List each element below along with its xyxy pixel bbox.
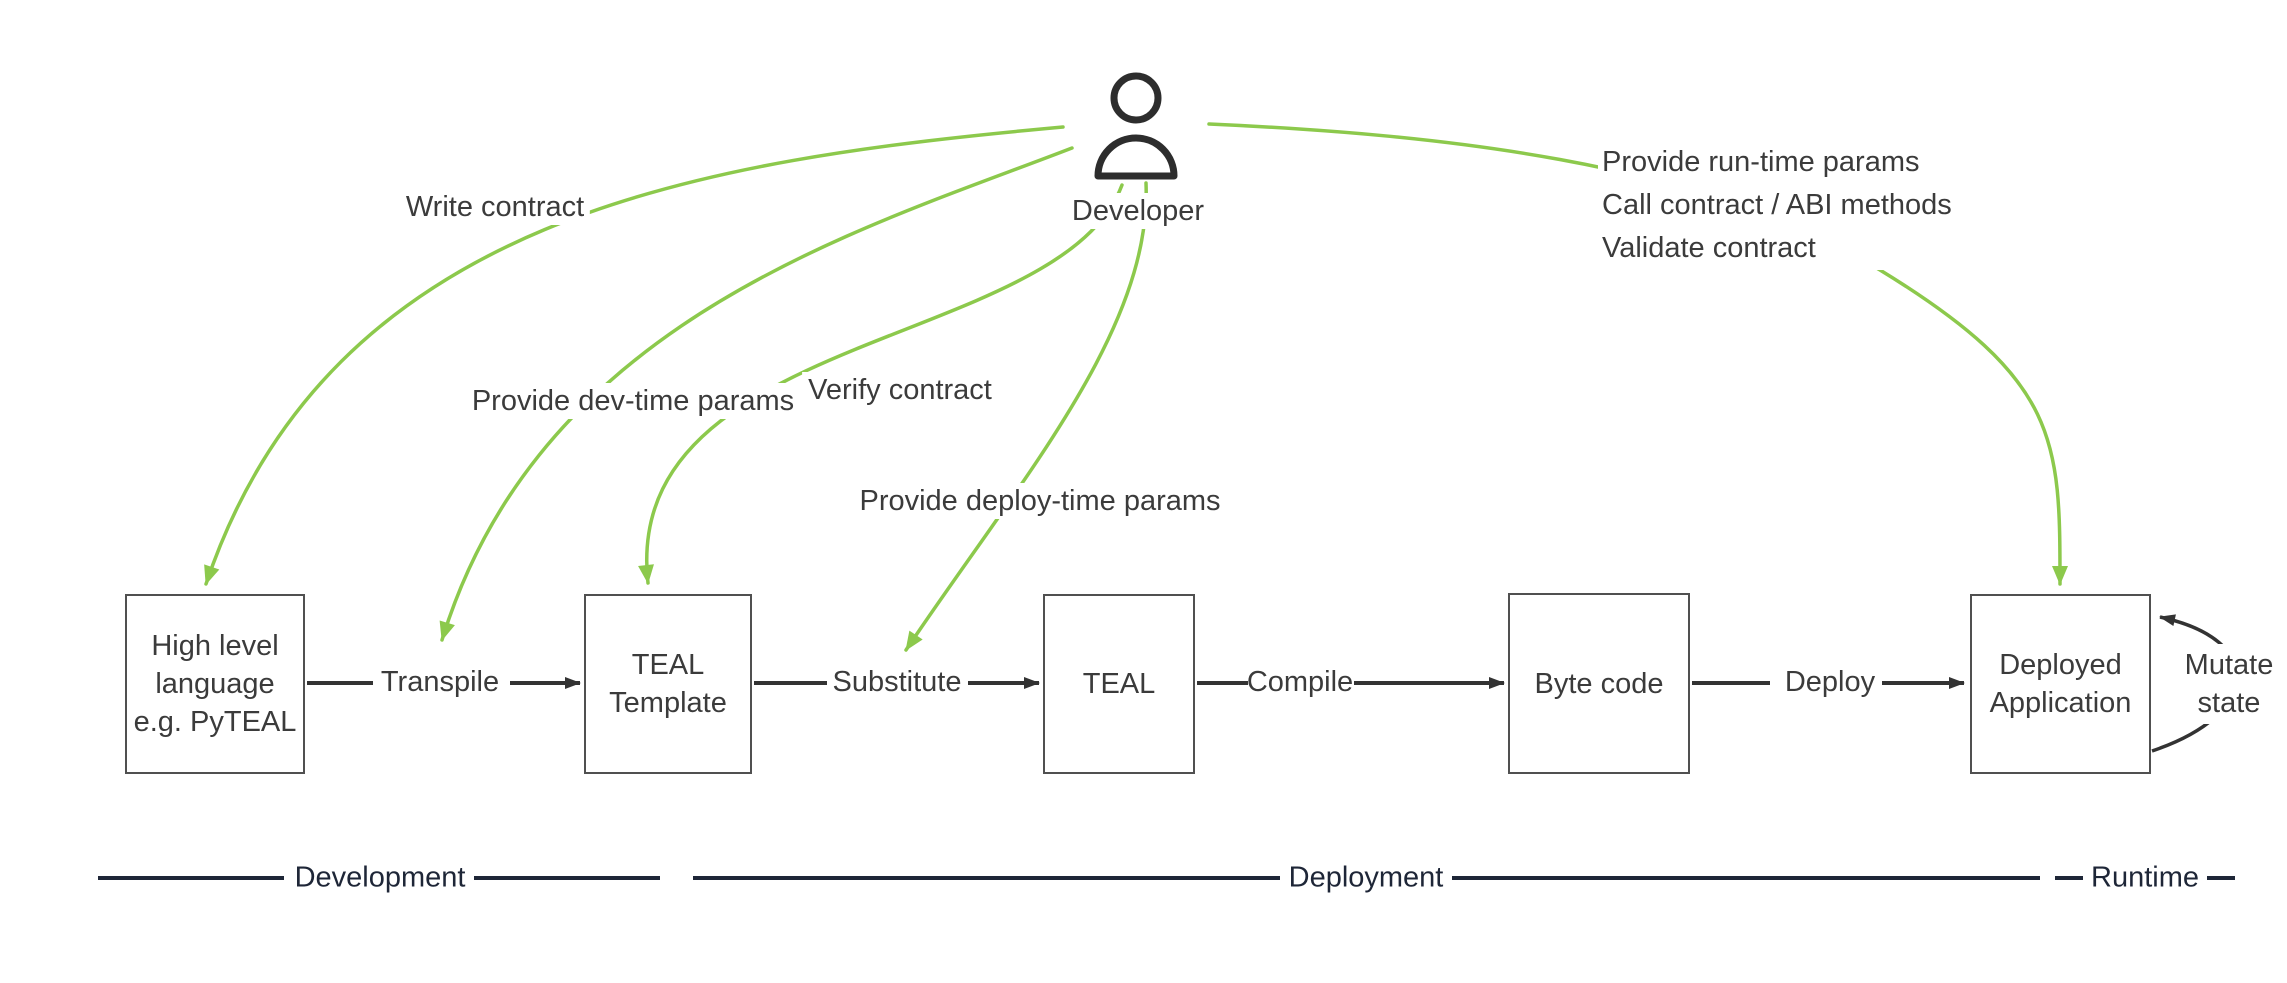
annotation-provide-deploy-time-params: Provide deploy-time params — [853, 483, 1227, 519]
annotation-provide-dev-time-params: Provide dev-time params — [465, 383, 801, 419]
annotation-provide-run-time-params: Provide run-time params — [1602, 146, 1920, 178]
edge-label-substitute: Substitute — [832, 666, 962, 698]
phase-deployment: Deployment — [1286, 861, 1446, 895]
arrow-provide-deploy-time-params — [904, 181, 1148, 652]
node-byte-code: Byte code — [1508, 593, 1690, 774]
node-high-level-language: High level language e.g. PyTEAL — [125, 594, 305, 774]
annotation-write-contract: Write contract — [399, 189, 591, 225]
developer-label: Developer — [1065, 193, 1211, 229]
annotation-call-contract-abi-methods: Call contract / ABI methods — [1602, 189, 1952, 221]
annotation-mutate-state: Mutate state — [2180, 644, 2278, 724]
annotation-validate-contract: Validate contract — [1602, 232, 1816, 264]
arrow-write-contract — [204, 125, 1065, 586]
edge-label-compile: Compile — [1246, 666, 1354, 698]
arrow-provide-dev-time-params — [439, 146, 1074, 642]
edge-label-transpile: Transpile — [380, 666, 500, 698]
node-teal-template: TEAL Template — [584, 594, 752, 774]
annotation-verify-contract: Verify contract — [802, 372, 998, 408]
phase-development: Development — [292, 861, 468, 895]
phase-runtime: Runtime — [2089, 861, 2201, 895]
node-deployed-application: Deployed Application — [1970, 594, 2151, 774]
edge-label-deploy: Deploy — [1784, 666, 1876, 698]
node-teal: TEAL — [1043, 594, 1195, 774]
person-icon — [1094, 72, 1178, 180]
annotation-runtime-block: Provide run-time params Call contract / … — [1598, 141, 1956, 270]
arrow-verify-contract — [638, 183, 1124, 585]
